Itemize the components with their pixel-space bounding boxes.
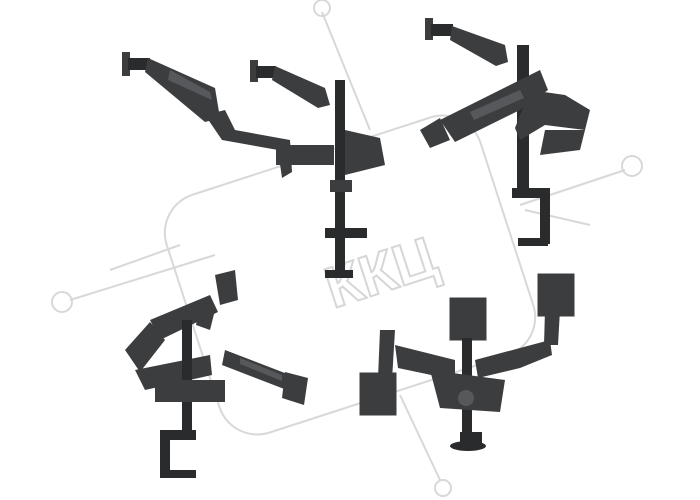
triple-monitor-arm-bottom-right [359, 273, 575, 451]
watermark-graphics [51, 0, 643, 497]
triple-monitor-arm-bottom-left [125, 270, 308, 478]
dual-monitor-arm-top-left [122, 52, 385, 278]
triple-monitor-arm-top-right [420, 18, 590, 246]
